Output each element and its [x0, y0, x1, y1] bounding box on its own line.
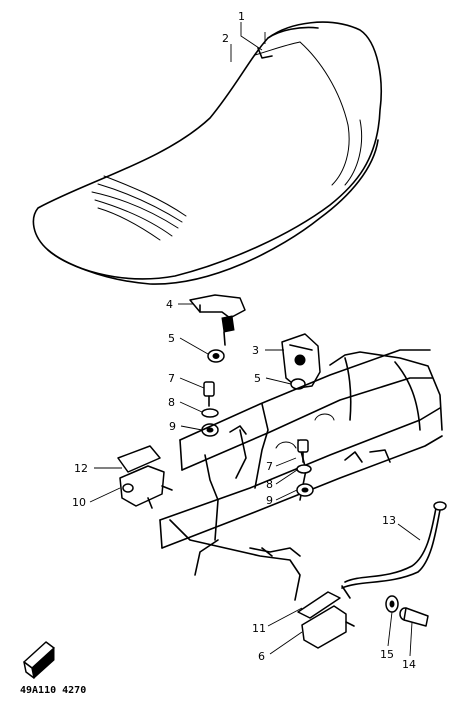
callout-8-left: 8 — [168, 396, 175, 409]
seat-lock-bracket — [281, 333, 321, 390]
cable-bracket-assembly — [297, 591, 355, 649]
washer-and-bolt — [385, 595, 429, 627]
callout-14: 14 — [402, 658, 416, 671]
leader-lines — [89, 22, 421, 657]
callout-3: 3 — [252, 344, 259, 357]
callout-11: 11 — [252, 622, 266, 635]
callout-5-upper: 5 — [168, 332, 175, 345]
callout-2: 2 — [222, 32, 229, 45]
reference-tag-icon — [23, 641, 55, 679]
callout-10: 10 — [72, 496, 86, 509]
callout-6: 6 — [258, 650, 265, 663]
seat-lock-assembly — [117, 445, 173, 509]
callout-7-right: 7 — [266, 460, 273, 473]
callout-15: 15 — [380, 648, 394, 661]
callout-9-left: 9 — [169, 420, 176, 433]
bolt-washer-set-left — [201, 381, 219, 437]
seat-lock-cable — [341, 501, 447, 599]
callout-1: 1 — [238, 10, 245, 23]
frame — [159, 349, 443, 601]
callout-7-left: 7 — [168, 372, 175, 385]
seat-nut — [207, 349, 225, 363]
diagram-code: 49A110 4270 — [20, 685, 86, 696]
callout-labels: 1 2 3 4 5 5 6 7 7 8 8 9 9 10 11 12 13 14… — [72, 10, 416, 671]
callout-4: 4 — [166, 298, 173, 311]
callout-5-lock: 5 — [254, 372, 261, 385]
callout-8-right: 8 — [266, 478, 273, 491]
bolt-washer-set-right — [296, 439, 314, 497]
callout-12: 12 — [74, 462, 88, 475]
callout-13: 13 — [382, 514, 396, 527]
seat-assembly — [32, 21, 382, 285]
seat-bracket — [189, 294, 246, 346]
callout-9-right: 9 — [266, 494, 273, 507]
